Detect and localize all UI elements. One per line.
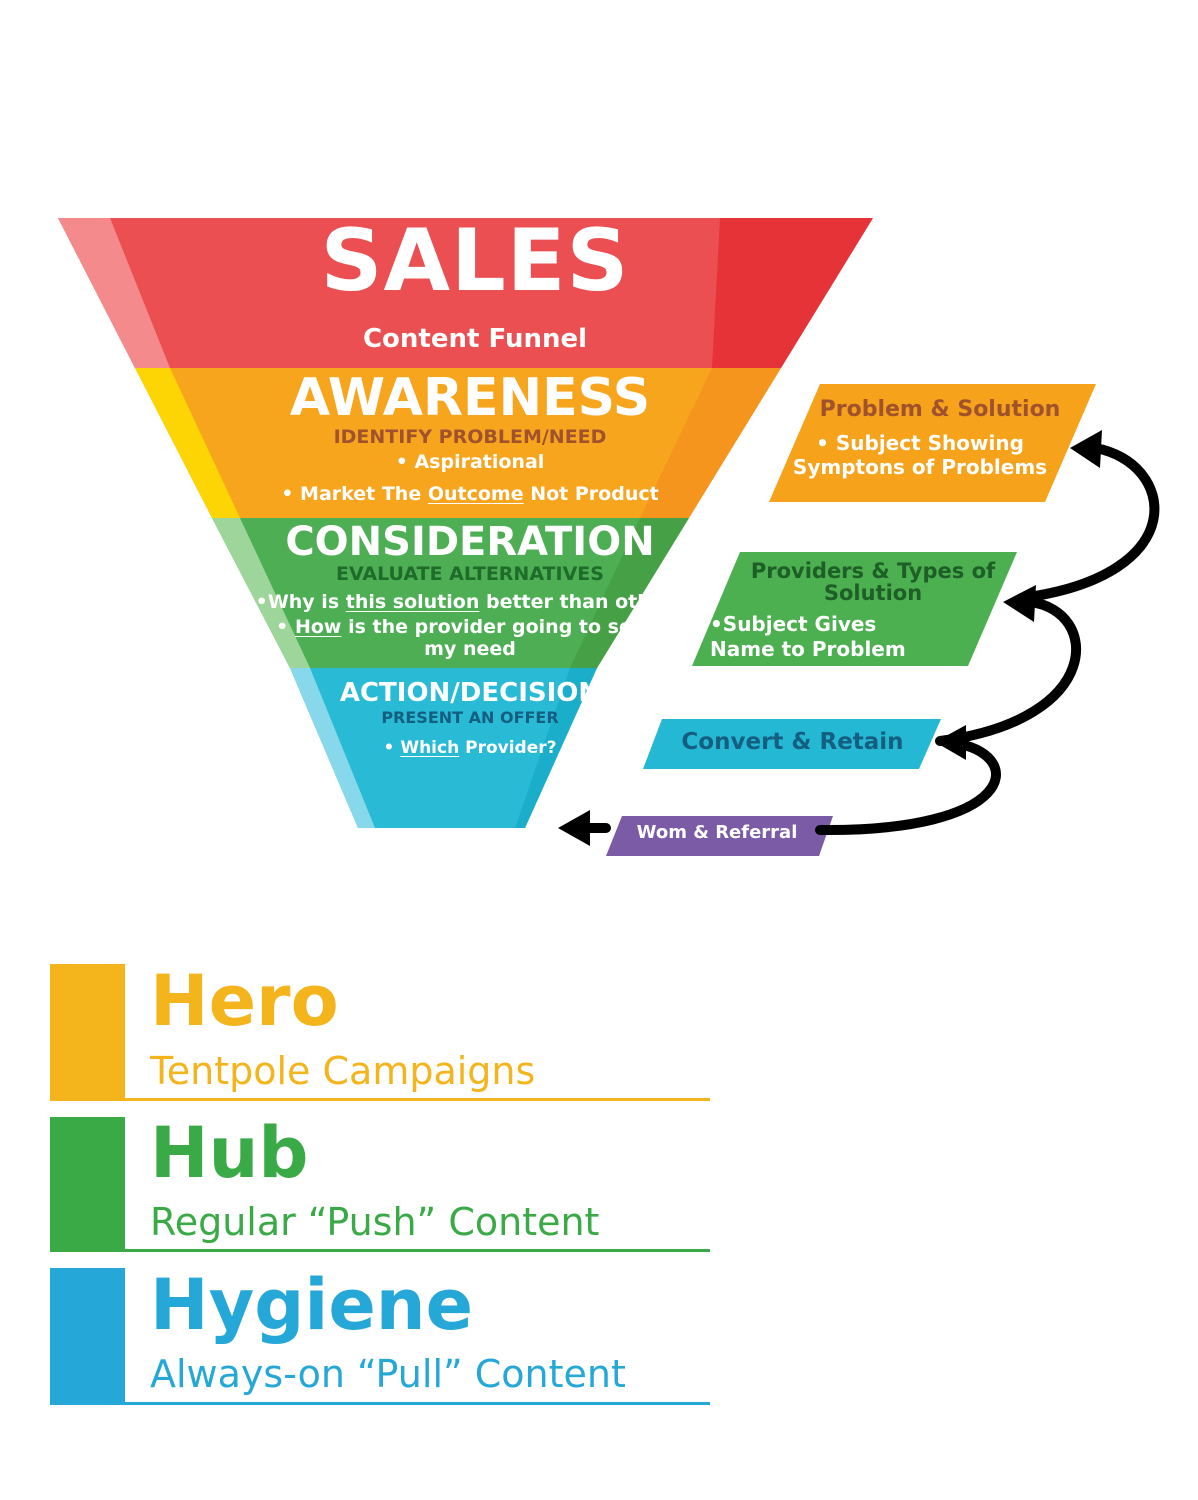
funnel-band-sales-highlight (58, 218, 170, 368)
stage-bullet: •Why is this solution better than others (200, 591, 740, 614)
arrowhead-problem (1070, 430, 1102, 468)
bullet-text: Provider? (459, 738, 557, 758)
bullet-text: Not Product (523, 483, 659, 505)
tag-line: Name to Problem (710, 637, 906, 661)
bullet-emphasis: How (294, 616, 342, 638)
legend-title-hub: Hub (150, 1112, 309, 1194)
bullet-text: • (276, 616, 295, 638)
legend-bar-hygiene (50, 1268, 125, 1405)
legend-underline-hero (50, 1098, 710, 1101)
legend-title-hero: Hero (150, 960, 339, 1042)
funnel-band-consideration (212, 518, 689, 668)
legend-subtitle-hero: Tentpole Campaigns (150, 1049, 536, 1093)
stage-bullet: • How is the provider going to solve (200, 616, 740, 639)
tag-shape-wom (606, 816, 833, 856)
bullet-text: • Market The (281, 483, 428, 505)
funnel-band-sales (58, 218, 873, 368)
connector-arrows (575, 443, 1160, 836)
stage-bullet: my need (200, 638, 740, 661)
funnel-band-consideration-highlight (212, 518, 310, 668)
stage-subtitle-action: PRESENT AN OFFER (381, 708, 559, 727)
stage-title-consideration: CONSIDERATION (285, 519, 655, 565)
stage-bullet: • Aspirational (200, 451, 740, 474)
tag-title-providers: Providers & Types of Solution (750, 559, 996, 606)
tag-line: • Subject Showing (816, 431, 1024, 455)
bullet-text: my need (424, 638, 516, 660)
stage-subtitle-awareness: IDENTIFY PROBLEM/NEED (333, 426, 607, 448)
legend-bar-hero (50, 964, 125, 1099)
funnel-title: SALES (320, 211, 630, 311)
arrow-to-problem (1017, 443, 1160, 603)
legend-bar-hub (50, 1117, 125, 1252)
funnel-band-action-highlight (290, 668, 375, 828)
legend-title-hygiene: Hygiene (150, 1264, 474, 1346)
arrow-to-providers (935, 597, 1082, 746)
funnel-band-awareness-shade (640, 368, 781, 518)
funnel-band-action-shade (515, 668, 597, 828)
bullet-text: • Aspirational (395, 451, 545, 473)
arrowhead-providers (1003, 585, 1036, 622)
funnel-band-awareness (135, 368, 781, 518)
tag-shape-providers (692, 552, 1017, 666)
tag-title-problem-solution: Problem & Solution (819, 397, 1061, 422)
tag-title-convert-retain: Convert & Retain (681, 729, 904, 755)
funnel-band-action (290, 668, 597, 828)
stage-title-awareness: AWARENESS (289, 368, 651, 428)
arrowhead-funnel (558, 810, 590, 846)
funnel-band-consideration-shade (570, 518, 689, 668)
funnel-band-sales-shade (712, 218, 873, 368)
bullet-emphasis: Outcome (427, 483, 524, 505)
legend-subtitle-hub: Regular “Push” Content (150, 1200, 600, 1244)
tag-shape-problem (769, 384, 1096, 502)
tag-line: •Subject Gives (710, 612, 877, 636)
stage-bullet: • Market The Outcome Not Product (200, 483, 740, 506)
legend-underline-hub (50, 1249, 710, 1252)
funnel-subtitle: Content Funnel (362, 324, 588, 354)
bullet-text: is the provider going to solve (341, 616, 664, 638)
arrow-to-convert (815, 739, 1001, 836)
arrowhead-convert (935, 725, 966, 760)
stage-bullet: • Which Provider? (200, 738, 740, 759)
funnel-band-awareness-highlight (135, 368, 240, 518)
legend-subtitle-hygiene: Always-on “Pull” Content (150, 1352, 626, 1396)
bullet-text: •Why is (255, 591, 346, 613)
legend-underline-hygiene (50, 1402, 710, 1405)
bullet-text: better than others (479, 591, 685, 613)
bullet-emphasis: this solution (345, 591, 480, 613)
tag-shape-convert (643, 719, 941, 769)
bullet-emphasis: Which (400, 738, 460, 758)
tag-line: Symptons of Problems (792, 455, 1048, 479)
stage-title-action: ACTION/DECISION (339, 678, 601, 708)
bullet-text: • (383, 738, 401, 758)
stage-subtitle-consideration: EVALUATE ALTERNATIVES (336, 563, 604, 585)
tag-title-wom-referral: Wom & Referral (636, 822, 798, 843)
